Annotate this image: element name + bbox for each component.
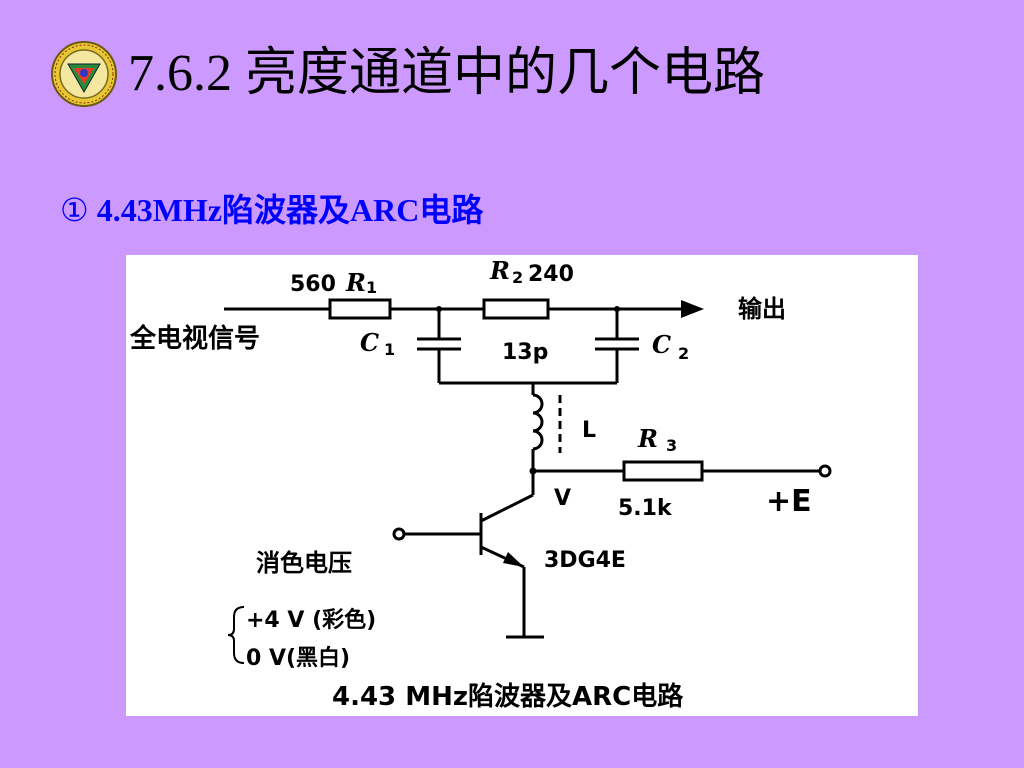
supply-label: +E — [766, 484, 812, 519]
svg-text:2: 2 — [678, 344, 689, 363]
r2-subscript-label: 2 — [512, 268, 523, 287]
output-label: 输出 — [738, 295, 786, 323]
svg-text:C: C — [360, 328, 379, 357]
c1-letter-label: C — [360, 328, 379, 357]
r3-letter-label: R — [637, 424, 658, 453]
r3-value-label: 5.1k — [618, 496, 673, 521]
subtitle-number: ① — [60, 192, 89, 228]
inductor-label: L — [582, 418, 596, 443]
r1-letter-label: R — [345, 268, 366, 297]
supply-terminal — [818, 464, 832, 478]
option-bw-label: 0 V(黑白) — [246, 645, 350, 671]
r3-subscript-label: 3 — [666, 436, 677, 455]
c1-subscript-label: 1 — [384, 340, 395, 359]
svg-text:560: 560 — [290, 272, 336, 297]
r2-letter-label: R — [489, 256, 510, 285]
option-brace — [227, 606, 245, 664]
collector-lead — [480, 493, 534, 523]
svg-text:C: C — [652, 330, 671, 359]
transistor-label: 3DG4E — [544, 548, 626, 573]
output-arrow — [681, 300, 704, 318]
c2-letter-label: C — [652, 330, 671, 359]
c2-subscript-label: 2 — [678, 344, 689, 363]
resistor-r1 — [328, 298, 392, 320]
r1-value-label: 560 — [290, 272, 336, 297]
junction-dot — [529, 467, 537, 475]
svg-text:240: 240 — [528, 262, 574, 287]
control-terminal — [392, 527, 406, 541]
node-v-label: V — [554, 486, 571, 511]
svg-text:3: 3 — [666, 436, 677, 455]
resistor-r2 — [482, 298, 550, 320]
svg-text:1: 1 — [384, 340, 395, 359]
control-voltage-label: 消色电压 — [256, 549, 352, 577]
subtitle-text: 4.43MHz陷波器及ARC电路 — [96, 192, 484, 228]
input-label: 全电视信号 — [129, 323, 260, 354]
resistor-r3 — [622, 460, 704, 482]
svg-text:R: R — [489, 256, 510, 285]
svg-text:R: R — [637, 424, 658, 453]
circuit-diagram: 560 R 1 R 2 240 输出 全电视信号 C 1 13p C 2 — [126, 255, 918, 716]
r1-subscript-label: 1 — [366, 278, 377, 297]
r2-value-label: 240 — [528, 262, 574, 287]
section-subtitle: ① 4.43MHz陷波器及ARC电路 — [60, 190, 483, 230]
svg-text:1: 1 — [366, 278, 377, 297]
diagram-caption: 4.43 MHz陷波器及ARC电路 — [332, 681, 684, 712]
circuit-schematic: 560 R 1 R 2 240 输出 全电视信号 C 1 13p C 2 — [129, 256, 832, 712]
school-emblem-icon — [50, 40, 118, 108]
inductor-coil — [532, 393, 544, 451]
option-color-label: +4 V (彩色) — [246, 607, 376, 633]
slide-title: 7.6.2 亮度通道中的几个电路 — [128, 45, 766, 102]
svg-text:2: 2 — [512, 268, 523, 287]
cap-value-label: 13p — [502, 340, 548, 365]
svg-text:R: R — [345, 268, 366, 297]
emitter-arrow — [503, 552, 524, 567]
